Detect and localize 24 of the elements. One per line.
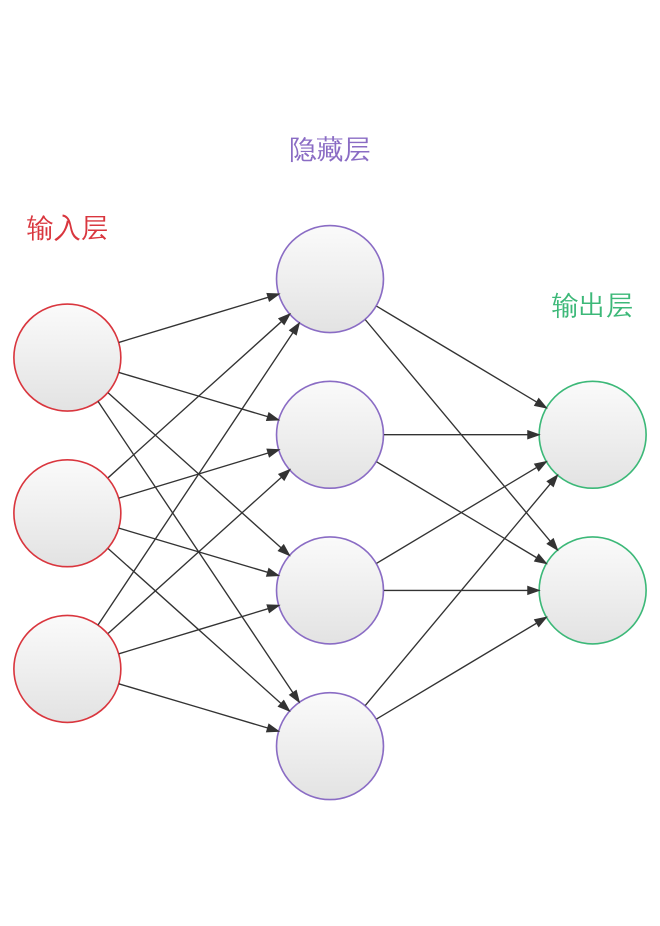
- arrow: [97, 400, 300, 704]
- arrow: [108, 548, 291, 712]
- arrow: [384, 429, 541, 439]
- arrow: [118, 526, 280, 576]
- arrow: [376, 305, 548, 408]
- arrow: [118, 371, 280, 421]
- label: 隐藏层: [290, 134, 370, 166]
- arrow: [97, 321, 300, 625]
- arrow: [118, 682, 280, 732]
- node-circle: [13, 302, 122, 412]
- arrow: [376, 616, 548, 720]
- arrow: [118, 604, 281, 654]
- label: 输入层: [26, 212, 108, 244]
- node-circle: [13, 614, 122, 723]
- arrow: [108, 392, 291, 556]
- arrow: [108, 468, 292, 634]
- arrow: [364, 473, 559, 706]
- arrow: [384, 585, 541, 595]
- label: 输出层: [552, 290, 634, 321]
- arrow: [118, 292, 281, 343]
- arrow: [364, 318, 559, 551]
- arrow: [118, 448, 281, 498]
- node-circle: [13, 458, 122, 568]
- arrow: [108, 312, 292, 478]
